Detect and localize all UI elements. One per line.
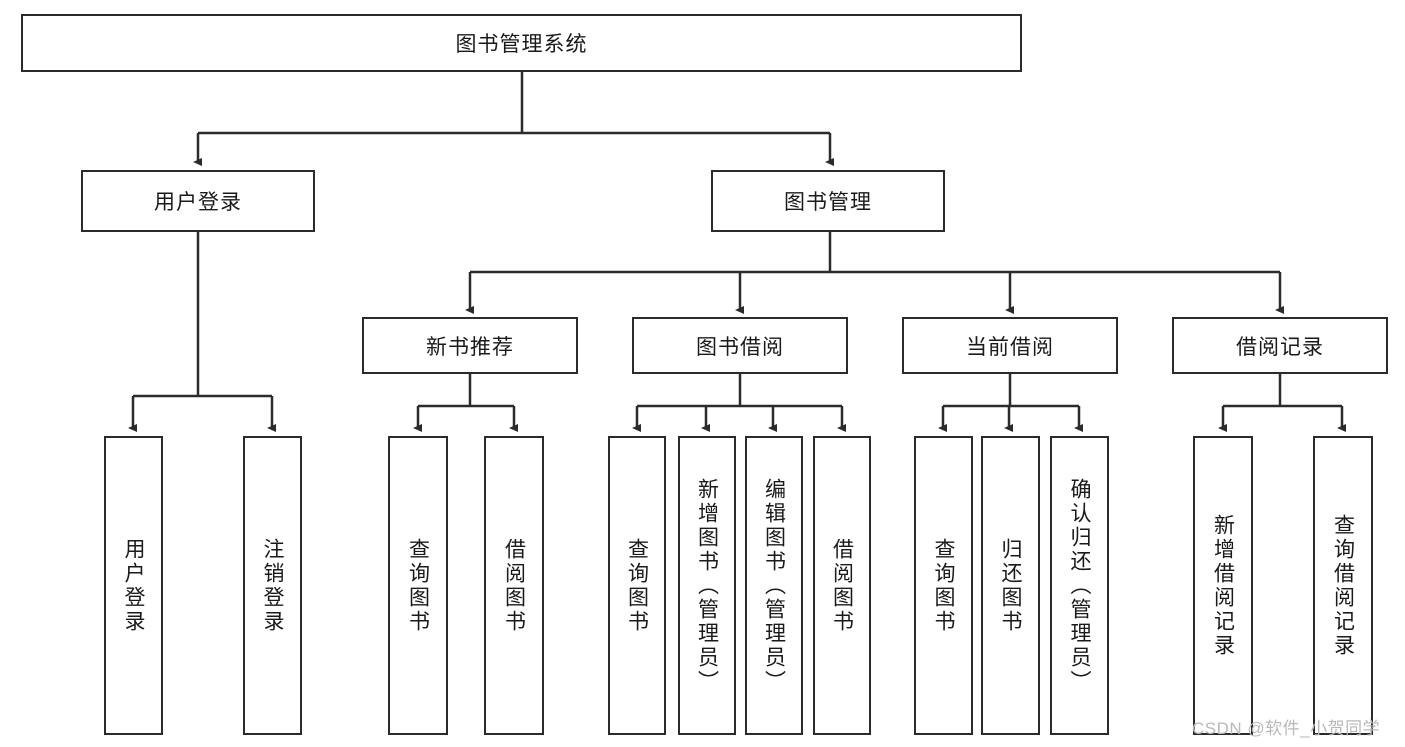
leaf-records-query[interactable]: 查询借阅记录: [1313, 436, 1373, 735]
leaf-new-book-query[interactable]: 查询图书: [388, 436, 448, 735]
leaf-records-add[interactable]: 新增借阅记录: [1193, 436, 1253, 735]
leaf-current-confirm-return-label: 确认归还（管理员）: [1068, 477, 1091, 694]
leaf-borrow-borrow-book-label: 借阅图书: [830, 537, 854, 634]
leaf-current-return-book[interactable]: 归还图书: [981, 436, 1040, 735]
node-root[interactable]: 图书管理系统: [21, 14, 1022, 72]
leaf-user-login-signin-label: 用户登录: [122, 537, 145, 634]
leaf-new-book-borrow[interactable]: 借阅图书: [484, 436, 544, 735]
node-current-borrow[interactable]: 当前借阅: [902, 317, 1118, 374]
watermark-csdn: CSDN @软件_小贺同学: [1192, 719, 1381, 738]
leaf-current-query-book-label: 查询图书: [932, 537, 955, 634]
node-root-label: 图书管理系统: [455, 33, 588, 56]
leaf-borrow-add-book-label: 新增图书（管理员）: [695, 477, 719, 694]
leaf-borrow-query-book-label: 查询图书: [625, 537, 649, 634]
leaf-records-add-label: 新增借阅记录: [1211, 513, 1235, 658]
leaf-current-query-book[interactable]: 查询图书: [914, 436, 973, 735]
node-current-borrow-label: 当前借阅: [966, 335, 1054, 359]
leaf-borrow-query-book[interactable]: 查询图书: [608, 436, 666, 735]
node-user-login[interactable]: 用户登录: [81, 170, 315, 232]
node-user-login-label: 用户登录: [154, 191, 242, 214]
node-borrow-records[interactable]: 借阅记录: [1172, 317, 1388, 374]
leaf-user-login-signin[interactable]: 用户登录: [104, 436, 163, 735]
node-new-book-recommend[interactable]: 新书推荐: [362, 317, 578, 374]
leaf-new-book-borrow-label: 借阅图书: [502, 537, 526, 634]
leaf-borrow-borrow-book[interactable]: 借阅图书: [813, 436, 871, 735]
leaf-user-login-signout[interactable]: 注销登录: [243, 436, 302, 735]
leaf-records-query-label: 查询借阅记录: [1331, 513, 1355, 658]
node-borrow-records-label: 借阅记录: [1236, 335, 1324, 359]
node-book-management[interactable]: 图书管理: [711, 170, 945, 232]
node-book-borrow-label: 图书借阅: [696, 335, 784, 359]
leaf-current-return-book-label: 归还图书: [999, 537, 1022, 634]
node-new-book-recommend-label: 新书推荐: [426, 335, 514, 359]
leaf-user-login-signout-label: 注销登录: [261, 537, 284, 634]
leaf-borrow-edit-book-label: 编辑图书（管理员）: [762, 477, 786, 694]
leaf-borrow-add-book[interactable]: 新增图书（管理员）: [678, 436, 736, 735]
leaf-borrow-edit-book[interactable]: 编辑图书（管理员）: [745, 436, 803, 735]
node-book-management-label: 图书管理: [784, 191, 872, 214]
leaf-current-confirm-return[interactable]: 确认归还（管理员）: [1050, 436, 1109, 735]
node-book-borrow[interactable]: 图书借阅: [632, 317, 848, 374]
leaf-new-book-query-label: 查询图书: [406, 537, 430, 634]
